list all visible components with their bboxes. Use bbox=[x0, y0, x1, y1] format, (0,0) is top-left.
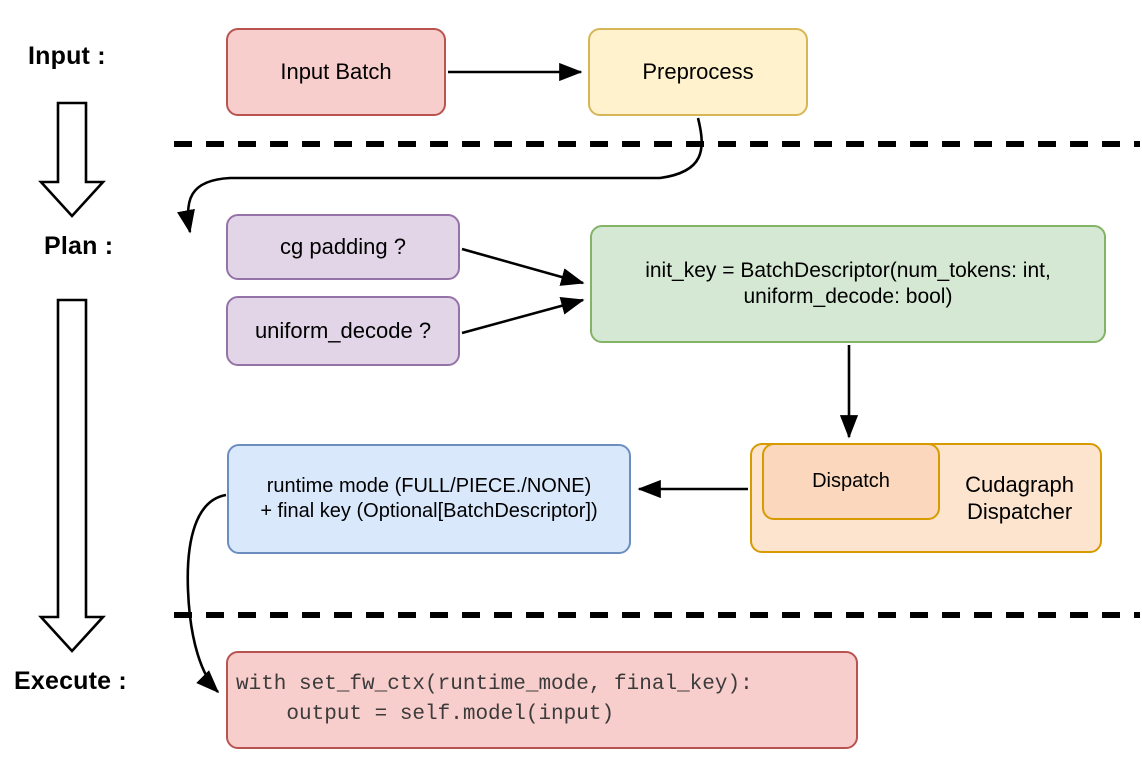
node-cg-padding-label: cg padding ? bbox=[280, 234, 406, 260]
edge-uniform-decode-to-init-key bbox=[461, 296, 585, 335]
node-dispatch-label: Dispatch bbox=[812, 470, 890, 492]
edge-cg-padding-to-init-key bbox=[461, 247, 585, 286]
node-uniform-decode-label: uniform_decode ? bbox=[254, 318, 432, 344]
stage-label-input: Input : bbox=[28, 42, 106, 70]
node-execute-code-text: with set_fw_ctx(runtime_mode, final_key)… bbox=[236, 672, 753, 726]
node-cudagraph-dispatcher-label: Cudagraph Dispatcher bbox=[965, 471, 1074, 525]
node-runtime-mode-label: runtime mode (FULL/PIECE./NONE) + final … bbox=[260, 475, 598, 522]
stage-label-execute: Execute : bbox=[14, 667, 127, 695]
stage-label-plan: Plan : bbox=[44, 232, 114, 260]
edge-runtime-mode-to-code bbox=[186, 493, 227, 694]
node-input-batch[interactable]: Input Batch bbox=[226, 28, 446, 116]
node-execute-code[interactable]: with set_fw_ctx(runtime_mode, final_key)… bbox=[226, 651, 858, 749]
node-cg-padding[interactable]: cg padding ? bbox=[226, 214, 460, 280]
node-preprocess[interactable]: Preprocess bbox=[588, 28, 808, 116]
node-dispatch[interactable]: Dispatch bbox=[762, 443, 940, 520]
stage-arrow-input-plan bbox=[38, 101, 106, 218]
node-uniform-decode[interactable]: uniform_decode ? bbox=[226, 296, 460, 366]
node-runtime-mode[interactable]: runtime mode (FULL/PIECE./NONE) + final … bbox=[227, 444, 631, 554]
node-preprocess-label: Preprocess bbox=[642, 59, 754, 85]
node-init-key-label: init_key = BatchDescriptor(num_tokens: i… bbox=[645, 258, 1051, 308]
stage-arrow-plan-execute bbox=[38, 298, 106, 653]
node-input-batch-label: Input Batch bbox=[280, 59, 392, 85]
node-init-key[interactable]: init_key = BatchDescriptor(num_tokens: i… bbox=[590, 225, 1106, 343]
